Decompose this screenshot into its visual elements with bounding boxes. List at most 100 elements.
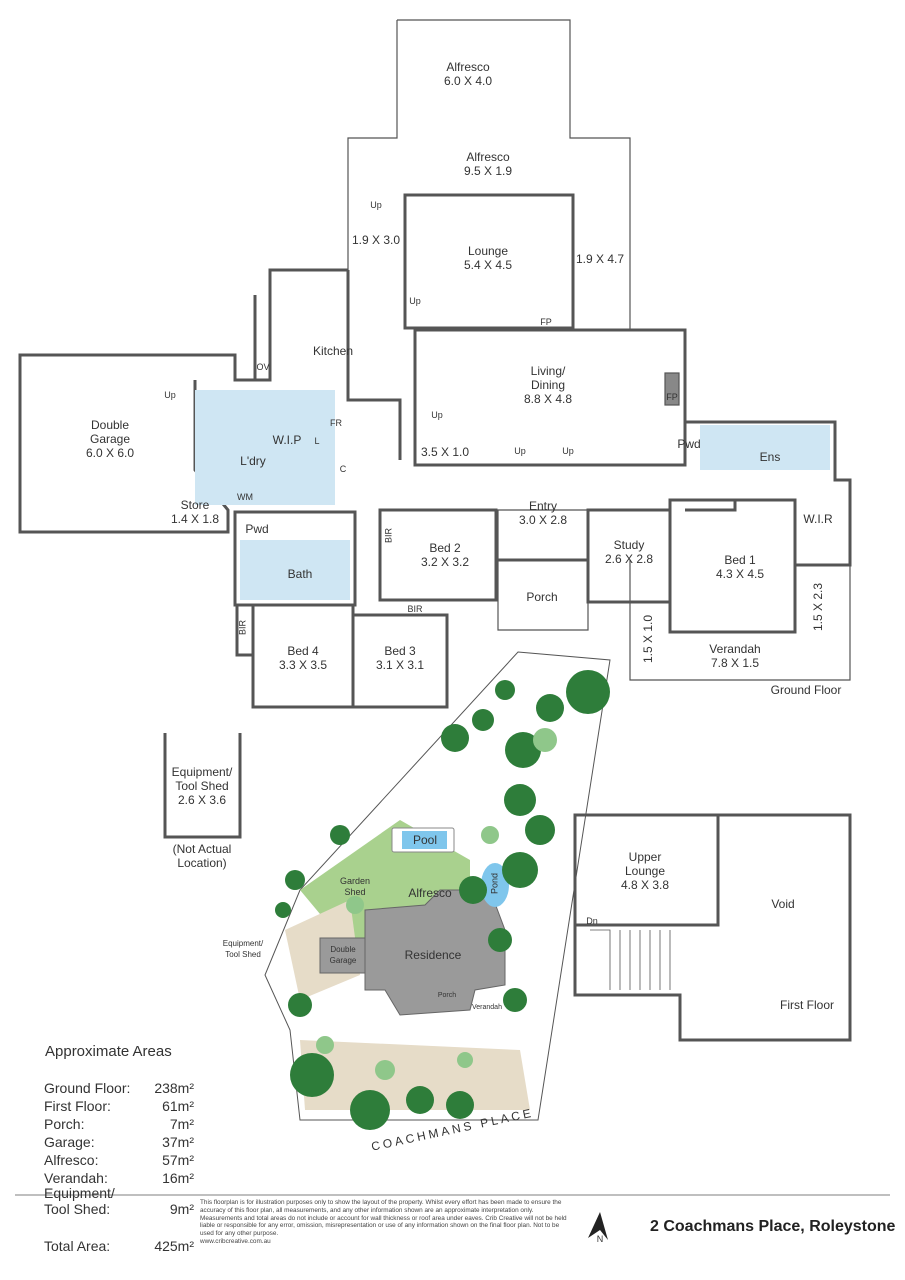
- c-label: C: [339, 464, 347, 474]
- area-row: First Floor:61m²: [44, 1098, 194, 1114]
- bed2-walls: [378, 508, 498, 602]
- up-label: Up: [409, 296, 421, 306]
- area-row: Verandah: 16m²: [44, 1170, 194, 1186]
- side-left-size: 1.5 X 1.0: [641, 614, 655, 664]
- room-pwd-left: Pwd: [245, 522, 269, 536]
- area-row: Ground Floor: 238m²: [44, 1080, 194, 1096]
- terrace-right-size: 1.9 X 4.7: [575, 252, 625, 266]
- bed3-walls: [351, 613, 449, 709]
- area-value: 37m²: [162, 1134, 194, 1150]
- up-label: Up: [164, 390, 176, 400]
- room-kitchen: Kitchen: [312, 344, 354, 358]
- room-void: Void: [771, 897, 795, 911]
- room-wir: W.I.R: [803, 512, 833, 526]
- fr-label: FR: [330, 418, 342, 428]
- alfresco-outline-left: [347, 20, 398, 270]
- site-double-garage-label: Double Garage: [329, 945, 357, 965]
- stairs: [590, 929, 671, 990]
- dn-label: Dn: [586, 916, 598, 926]
- kitchen-walls: [253, 270, 402, 460]
- lounge-walls: [403, 193, 575, 330]
- site-garden-shed-label: Garden Shed: [339, 876, 371, 897]
- room-porch: Porch: [526, 590, 558, 604]
- north-arrow-shape: [588, 1212, 608, 1240]
- site-residence-label: Residence: [404, 948, 462, 962]
- property-address: 2 Coachmans Place, Roleystone: [650, 1218, 896, 1235]
- site-equipment-shed-label: Equipment/ Tool Shed: [222, 939, 264, 959]
- area-label: Equipment/ Tool Shed:: [44, 1185, 115, 1217]
- area-value: 7m²: [169, 1116, 194, 1132]
- site-porch-label: Porch: [437, 992, 457, 999]
- verandah-outline: [629, 560, 851, 681]
- up-label: Up: [370, 200, 382, 210]
- trees: [275, 670, 610, 1130]
- up-label: Up: [431, 410, 443, 420]
- terrace-left-size: 1.9 X 3.0: [351, 233, 401, 247]
- area-label: Verandah:: [44, 1170, 108, 1186]
- area-label: Porch:: [44, 1116, 85, 1132]
- hall-size: 3.5 X 1.0: [420, 445, 470, 459]
- site-pond-label: Pond: [489, 872, 500, 895]
- alfresco-outline: [397, 19, 631, 330]
- area-value: 425m²: [154, 1238, 194, 1254]
- site-pool-label: Pool: [412, 833, 438, 847]
- area-value: 238m²: [154, 1080, 194, 1096]
- area-value: 57m²: [162, 1152, 194, 1168]
- up-label: Up: [562, 446, 574, 456]
- north-arrow-label: N: [596, 1234, 604, 1244]
- room-ens: Ens: [759, 450, 781, 464]
- site-verandah-label: Verandah: [472, 1004, 502, 1011]
- site-alfresco-label: Alfresco: [408, 886, 452, 900]
- area-row: Porch: 7m²: [44, 1116, 194, 1132]
- area-value: 16m²: [162, 1170, 194, 1186]
- wm-label: WM: [237, 492, 253, 502]
- area-label: Ground Floor:: [44, 1080, 131, 1096]
- l-label: L: [314, 436, 320, 446]
- area-value: 9m²: [169, 1201, 194, 1217]
- first-floor-walls: [573, 813, 852, 1042]
- room-wip: W.I.P: [272, 433, 302, 447]
- residence-roof: [364, 889, 506, 1016]
- bir-label: BIR: [237, 620, 248, 636]
- pond: [481, 863, 509, 907]
- up-label: Up: [514, 446, 526, 456]
- disclaimer: This floorplan is for illustration purpo…: [200, 1199, 567, 1245]
- ground-floor-title: Ground Floor: [770, 683, 842, 697]
- first-floor-title: First Floor: [780, 998, 834, 1012]
- shed-walls: [163, 733, 242, 839]
- pool: [402, 831, 447, 849]
- areas-title: Approximate Areas: [45, 1043, 172, 1060]
- fp-label: FP: [666, 392, 678, 402]
- fp-label: FP: [540, 317, 552, 327]
- area-row: Garage:37m²: [44, 1134, 194, 1150]
- area-value: 61m²: [162, 1098, 194, 1114]
- bath-walls: [233, 510, 357, 607]
- site-plan: [275, 670, 610, 1240]
- area-row: Equipment/ Tool Shed: 9m²: [44, 1185, 194, 1217]
- porch-outline: [497, 509, 589, 631]
- shed-note: (Not Actual Location): [172, 842, 232, 870]
- living-walls: [413, 328, 687, 467]
- bir-label: BIR: [407, 604, 423, 614]
- area-label: Total Area:: [44, 1238, 111, 1254]
- side-right-size: 1.5 X 2.3: [811, 582, 825, 632]
- site-garage-roof: [319, 937, 366, 974]
- ov-label: OV: [256, 362, 270, 372]
- room-pwd-right: Pwd: [677, 437, 701, 451]
- room-bath: Bath: [287, 567, 313, 581]
- area-row: Alfresco:57m²: [44, 1152, 194, 1168]
